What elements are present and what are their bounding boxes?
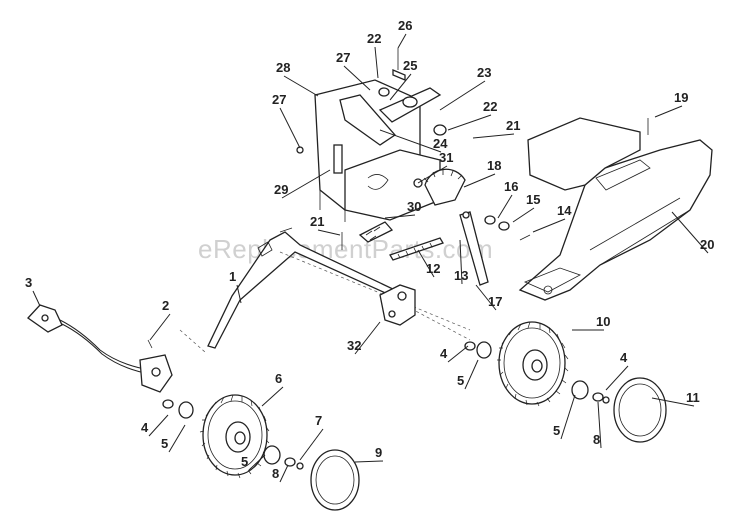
callout-c19: 19 xyxy=(674,90,688,105)
callout-c10: 10 xyxy=(596,314,610,329)
leader-line-c12 xyxy=(417,249,435,278)
callout-c26: 26 xyxy=(398,18,412,33)
leader-line-c32 xyxy=(354,321,381,355)
leader-line-c16 xyxy=(497,194,513,219)
callout-c4a: 4 xyxy=(141,420,149,435)
callout-c30: 30 xyxy=(407,199,421,214)
callout-c2: 2 xyxy=(162,298,169,313)
leader-line-c14 xyxy=(532,218,566,233)
leader-line-c5b xyxy=(248,454,266,471)
leader-line-c2 xyxy=(149,313,171,341)
watermark: eReplacementParts.com xyxy=(198,234,493,264)
leader-line-c28 xyxy=(283,75,319,97)
right-axle-bracket xyxy=(379,284,416,326)
leader-line-c21a xyxy=(472,133,515,139)
callout-c5a: 5 xyxy=(161,436,168,451)
leader-line-c5a xyxy=(168,424,186,453)
callout-c25: 25 xyxy=(403,58,417,73)
callout-c31: 31 xyxy=(439,150,453,165)
leader-line-c15 xyxy=(512,207,535,223)
callout-c3: 3 xyxy=(25,275,32,290)
callout-c4b: 4 xyxy=(440,346,448,361)
callout-c24: 24 xyxy=(433,136,448,151)
leader-line-c18 xyxy=(463,173,496,188)
leader-line-c8b xyxy=(597,401,602,449)
leader-line-c27b xyxy=(279,107,301,149)
callout-c9: 9 xyxy=(375,445,382,460)
callout-c22a: 22 xyxy=(367,31,381,46)
leader-line-c11 xyxy=(651,397,695,407)
leader-line-c5c xyxy=(464,359,479,390)
callout-c28: 28 xyxy=(276,60,290,75)
leader-line-c22b xyxy=(447,114,492,131)
leader-line-c13 xyxy=(459,239,463,285)
leader-line-c22a xyxy=(374,46,379,79)
callout-c8a: 8 xyxy=(272,466,279,481)
leader-line-c29 xyxy=(281,169,331,199)
callout-c32: 32 xyxy=(347,338,361,353)
leader-line-c21b xyxy=(317,229,341,236)
leader-line-c27a xyxy=(343,65,371,91)
callout-c16: 16 xyxy=(504,179,518,194)
left-height-linkage xyxy=(27,304,173,393)
leader-line-c25 xyxy=(389,73,412,101)
callout-c20: 20 xyxy=(700,237,714,252)
callout-c17: 17 xyxy=(488,294,502,309)
callout-c23: 23 xyxy=(477,65,491,80)
leader-line-c4c xyxy=(605,365,629,391)
leader-line-c4b xyxy=(447,345,469,363)
leader-line-c8a xyxy=(279,464,289,483)
callout-c29: 29 xyxy=(274,182,288,197)
callout-c18: 18 xyxy=(487,158,501,173)
callout-c21a: 21 xyxy=(506,118,520,133)
left-wheel-set xyxy=(162,394,360,511)
callout-c6: 6 xyxy=(275,371,282,386)
leader-line-c1 xyxy=(236,284,242,304)
callout-c27a: 27 xyxy=(336,50,350,65)
leader-line-c17 xyxy=(475,284,497,311)
callout-c1: 1 xyxy=(229,269,236,284)
height-adjuster-gear xyxy=(413,168,466,206)
leader-line-c6 xyxy=(261,386,284,407)
callout-c8b: 8 xyxy=(593,432,600,447)
callout-c5b: 5 xyxy=(241,454,248,469)
callout-c7: 7 xyxy=(315,413,322,428)
callout-c27b: 27 xyxy=(272,92,286,107)
callout-c5d: 5 xyxy=(553,423,560,438)
leader-line-c19 xyxy=(654,105,683,118)
leader-line-c23 xyxy=(439,80,486,111)
leader-line-c3 xyxy=(32,290,41,307)
callout-c15: 15 xyxy=(526,192,540,207)
leader-line-c24 xyxy=(379,129,442,153)
leader-line-c20 xyxy=(671,211,709,254)
spring-and-clip xyxy=(341,221,444,261)
callout-c21b: 21 xyxy=(310,214,324,229)
right-wheel-set xyxy=(464,321,667,443)
callout-c12: 12 xyxy=(426,261,440,276)
leader-line-c7 xyxy=(299,428,324,461)
callout-c14: 14 xyxy=(557,203,572,218)
leader-line-c31 xyxy=(417,165,448,184)
control-bracket-assembly xyxy=(296,48,447,222)
leader-line-c26 xyxy=(397,33,407,49)
leader-line-c5d xyxy=(560,394,576,440)
leader-line-c4a xyxy=(148,414,169,437)
callout-c11: 11 xyxy=(686,390,700,405)
callout-c22b: 22 xyxy=(483,99,497,114)
height-lever xyxy=(459,118,649,286)
leader-line-c9 xyxy=(354,460,384,463)
callout-c13: 13 xyxy=(454,268,468,283)
callout-c5c: 5 xyxy=(457,373,464,388)
rear-deck-housing xyxy=(518,117,713,301)
leader-line-c30 xyxy=(384,214,416,219)
callout-c4c: 4 xyxy=(620,350,628,365)
